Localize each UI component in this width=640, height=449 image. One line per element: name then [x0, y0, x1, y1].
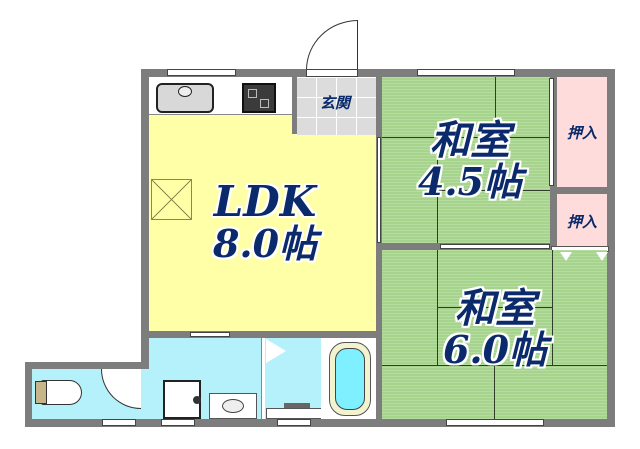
washing-machine-icon: [163, 380, 201, 419]
genkan-label: 玄関: [319, 94, 350, 112]
closet-hinge-icon: [560, 252, 572, 261]
stove-icon: [242, 83, 276, 113]
entrance-door-threshold: [306, 69, 358, 77]
washitsu-4-5-room: [382, 77, 550, 243]
washitsu-4-5-name: 和室: [430, 117, 510, 164]
toilet-icon: [40, 380, 82, 405]
washroom-divider: [261, 338, 265, 419]
sliding-door-ldk-washitsu[interactable]: [377, 137, 381, 243]
window-washitsu-6-0: [446, 419, 544, 426]
genkan-room: [296, 77, 376, 135]
entrance-door-icon[interactable]: [306, 20, 358, 70]
closet-2: [557, 194, 607, 246]
washitsu-6-0-size: 6.0帖: [442, 327, 548, 372]
washroom-window: [161, 419, 195, 426]
door-swing-icon: [266, 339, 286, 363]
toilet-window: [102, 419, 136, 426]
window-washitsu-4-5: [417, 69, 515, 76]
ldk-label: LDK 8.0帖: [195, 177, 335, 267]
bathtub-icon: [329, 342, 371, 416]
closet-1-label: 押入: [566, 124, 597, 142]
bath-window: [277, 419, 311, 426]
ldk-name: LDK: [213, 177, 317, 226]
genkan-wall: [292, 77, 297, 134]
washitsu-4-5-size: 4.5帖: [417, 159, 523, 204]
sink-drain-icon: [178, 86, 192, 97]
ldk-size: 8.0帖: [212, 221, 318, 267]
washitsu-4-5-label: 和室 4.5帖: [405, 120, 535, 202]
ventilation-icon: [151, 179, 192, 220]
ldk-room: [149, 116, 376, 332]
ldk-bottom-wall: [141, 331, 382, 338]
sliding-door-washroom[interactable]: [190, 332, 230, 337]
washitsu-6-0-name: 和室: [455, 285, 535, 332]
sliding-door-washitsu[interactable]: [440, 244, 550, 249]
bath-outer-wall: [376, 331, 382, 427]
closet-1: [557, 77, 607, 187]
bath-counter: [266, 408, 322, 419]
closet-1-door[interactable]: [549, 78, 554, 186]
washitsu-6-0-label: 和室 6.0帖: [430, 288, 560, 370]
toilet-tank-icon: [35, 381, 47, 404]
window-kitchen: [167, 69, 236, 76]
washbasin-icon: [209, 393, 257, 419]
closet-divider-wall: [550, 187, 615, 194]
closet-2-label: 押入: [566, 213, 597, 231]
faucet-icon: [284, 403, 310, 409]
closet-hinge-icon: [596, 252, 608, 261]
